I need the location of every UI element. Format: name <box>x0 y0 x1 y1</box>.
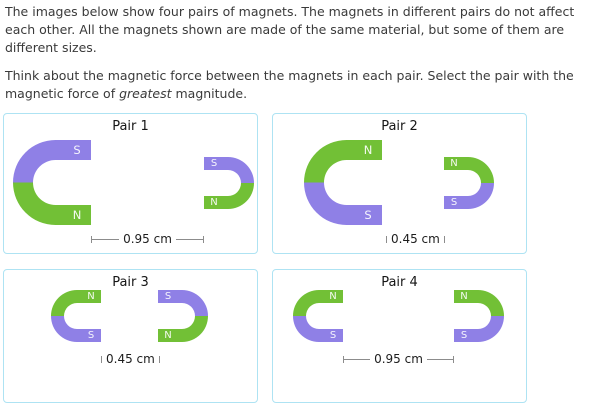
pole-label-n: N <box>329 291 336 302</box>
pole-label-s: S <box>364 208 371 222</box>
horseshoe-magnet-small: NS <box>293 290 343 342</box>
pole-label-s: S <box>451 197 457 208</box>
measure-line <box>92 238 120 240</box>
distance-label: 0.95 cm <box>374 352 423 366</box>
distance-label: 0.95 cm <box>123 232 172 246</box>
pole-label-n: N <box>73 208 82 222</box>
pair-4-title: Pair 4 <box>381 275 418 290</box>
horseshoe-magnet-small: NS <box>454 290 504 342</box>
magnet-top-arm <box>293 290 343 316</box>
measure-tick-left <box>386 235 387 243</box>
question-emphasis: greatest <box>119 86 172 101</box>
measure-line <box>344 358 371 360</box>
measure-tick-right <box>453 355 455 363</box>
distance-measure: 0.45 cm <box>386 232 445 246</box>
horseshoe-magnet-small: NS <box>51 290 101 342</box>
pole-label-n: N <box>210 197 217 208</box>
pole-label-n: N <box>450 158 457 169</box>
magnet-bottom-arm <box>293 316 343 342</box>
magnet-top-arm <box>13 140 91 183</box>
question-line: magnetic force of <box>5 86 120 101</box>
pole-label-s: S <box>88 330 94 341</box>
question-paragraph-2: Think about the magnetic force between t… <box>5 67 595 103</box>
pair-1-title: Pair 1 <box>112 119 149 134</box>
magnet-bottom-arm <box>444 183 494 209</box>
measure-line <box>426 358 454 360</box>
magnet-bottom-arm <box>204 183 254 209</box>
pole-label-n: N <box>364 143 373 157</box>
magnet-bottom-arm <box>304 182 382 225</box>
measure-line <box>175 238 204 240</box>
horseshoe-magnet-small: NS <box>444 157 494 209</box>
magnet-bottom-arm <box>158 316 208 342</box>
measure-tick-right <box>158 355 160 363</box>
question-line: The images below show four pairs of magn… <box>5 4 575 19</box>
pole-label-s: S <box>73 143 80 157</box>
distance-measure: 0.95 cm <box>91 232 205 246</box>
measure-tick-right <box>443 235 445 243</box>
horseshoe-magnet-small: SN <box>204 157 254 209</box>
measure-tick-left <box>91 235 92 243</box>
pole-label-n: N <box>87 291 94 302</box>
distance-measure: 0.45 cm <box>101 352 160 366</box>
distance-label: 0.45 cm <box>106 352 155 366</box>
horseshoe-magnet-large: NS <box>304 140 382 225</box>
question-line: magnitude. <box>171 86 248 101</box>
pole-label-s: S <box>211 158 217 169</box>
magnet-top-arm <box>51 290 101 316</box>
magnet-top-arm <box>158 290 208 316</box>
magnet-top-arm <box>304 140 382 183</box>
magnet-bottom-arm <box>13 182 91 225</box>
measure-tick-left <box>101 355 102 363</box>
pole-label-s: S <box>461 330 467 341</box>
question-line: different sizes. <box>5 40 97 55</box>
pole-label-n: N <box>460 291 467 302</box>
pole-label-s: S <box>330 330 336 341</box>
pair-2-title: Pair 2 <box>381 119 418 134</box>
magnet-top-arm <box>454 290 504 316</box>
magnet-top-arm <box>444 157 494 183</box>
distance-label: 0.45 cm <box>391 232 440 246</box>
question-text: The images below show four pairs of magn… <box>0 0 600 103</box>
question-line: Think about the magnetic force between t… <box>5 68 574 83</box>
horseshoe-magnet-large: SN <box>13 140 91 225</box>
magnet-bottom-arm <box>454 316 504 342</box>
pair-3-title: Pair 3 <box>112 275 149 290</box>
horseshoe-magnet-small: SN <box>158 290 208 342</box>
magnet-bottom-arm <box>51 316 101 342</box>
pole-label-n: N <box>164 330 171 341</box>
distance-measure: 0.95 cm <box>343 352 455 366</box>
question-line: each other. All the magnets shown are ma… <box>5 22 565 37</box>
magnet-top-arm <box>204 157 254 183</box>
measure-tick-left <box>343 355 344 363</box>
question-paragraph-1: The images below show four pairs of magn… <box>5 3 595 57</box>
pole-label-s: S <box>165 291 171 302</box>
measure-tick-right <box>203 235 205 243</box>
